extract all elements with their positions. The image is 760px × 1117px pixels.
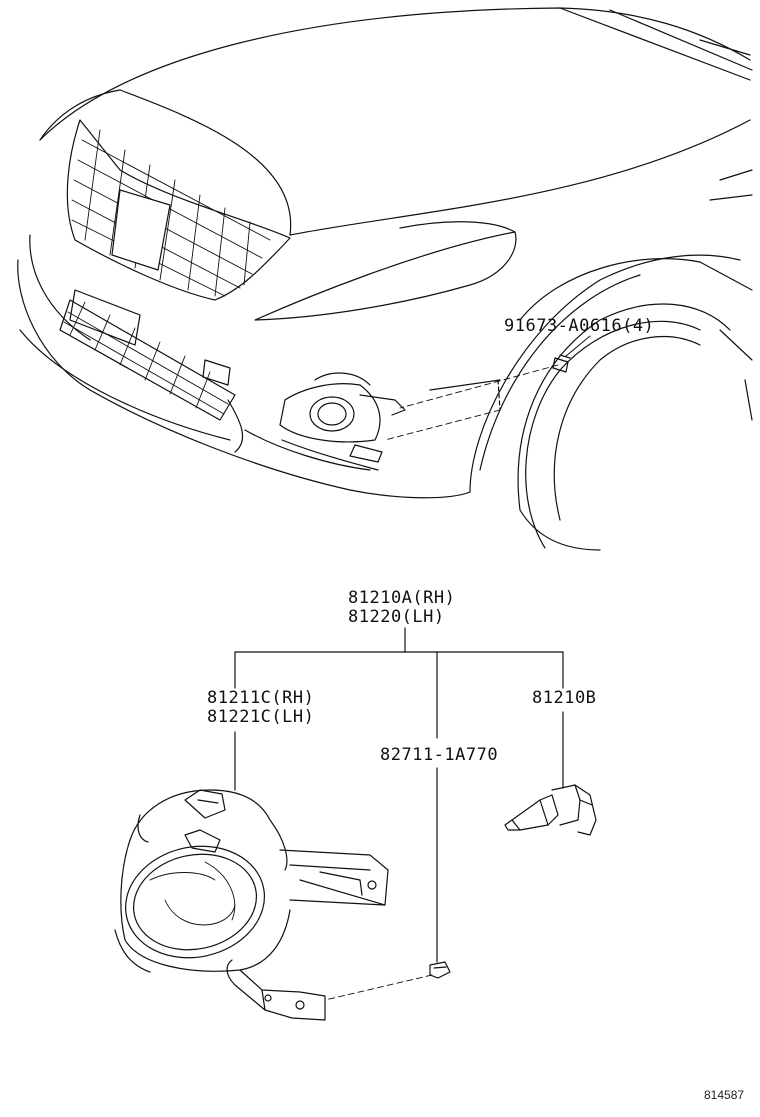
callout-assembly-rh: 81210A(RH): [348, 588, 456, 608]
callout-assembly-lh: 81220(LH): [348, 607, 445, 627]
callout-bolt: 91673-A0616(4): [504, 316, 655, 336]
clip-icon: [430, 962, 450, 978]
bulb-icon: [505, 785, 596, 835]
car-front-illustration: [18, 8, 752, 550]
callout-housing-rh: 81211C(RH): [207, 688, 315, 708]
diagram-id: 814587: [704, 1088, 745, 1102]
callout-tree: [235, 628, 563, 1000]
callout-bulb: 81210B: [532, 688, 597, 708]
fog-lamp-housing: [115, 790, 388, 1020]
bolt-icon: [553, 355, 570, 372]
callout-housing-lh: 81221C(LH): [207, 707, 315, 727]
callout-clip: 82711-1A770: [380, 745, 499, 765]
